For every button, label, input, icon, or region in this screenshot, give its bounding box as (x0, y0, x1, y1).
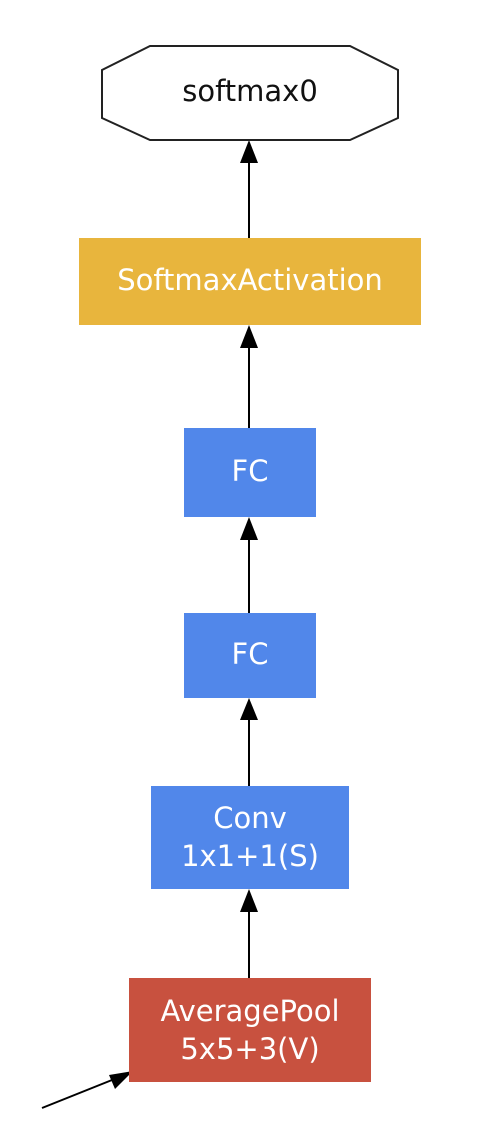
edge-averagepool-to-conv (240, 889, 258, 978)
arrowhead-icon (240, 517, 258, 540)
node-label: softmax0 (182, 74, 318, 108)
node-conv[interactable]: Conv 1x1+1(S) (151, 786, 349, 889)
node-softmax-activation[interactable]: SoftmaxActivation (79, 238, 421, 325)
node-label: FC (232, 637, 269, 671)
node-average-pool[interactable]: AveragePool 5x5+3(V) (129, 978, 371, 1082)
node-label: SoftmaxActivation (117, 263, 383, 297)
node-label: FC (232, 454, 269, 488)
arrowhead-icon (109, 1071, 133, 1089)
arrowhead-icon (240, 325, 258, 348)
edge-fc-bottom-to-fc-top (240, 517, 258, 613)
node-box (151, 786, 349, 889)
node-label-line2: 1x1+1(S) (181, 839, 319, 873)
octagon-shape (101, 45, 399, 141)
edge-conv-to-fc-bottom (240, 698, 258, 786)
node-label-line1: AveragePool (160, 994, 339, 1028)
edge-softmaxactivation-to-softmax0 (240, 140, 258, 238)
arrowhead-icon (240, 698, 258, 720)
node-box (184, 428, 316, 517)
node-fc-top[interactable]: FC (184, 428, 316, 517)
node-softmax0[interactable]: softmax0 (101, 45, 399, 141)
node-box (184, 613, 316, 698)
node-label-line2: 5x5+3(V) (180, 1032, 319, 1066)
node-box (129, 978, 371, 1082)
edge-input-to-averagepool (41, 1071, 133, 1109)
node-fc-bottom[interactable]: FC (184, 613, 316, 698)
node-box (79, 238, 421, 325)
arrowhead-icon (240, 889, 258, 912)
node-label-line1: Conv (213, 801, 287, 835)
arrowhead-icon (240, 140, 258, 163)
edge-fc-top-to-softmaxactivation (240, 325, 258, 428)
